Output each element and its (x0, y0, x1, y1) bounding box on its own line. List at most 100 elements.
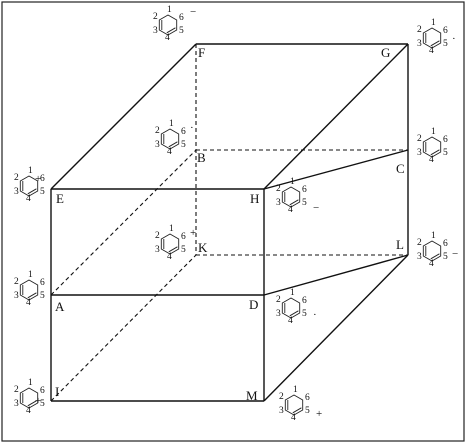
ring-number-4: 4 (291, 413, 296, 423)
ring-number-1: 1 (431, 127, 436, 137)
ring-number-2: 2 (153, 12, 158, 22)
ring-glyph-A: 12 345 6 (14, 270, 45, 308)
vertex-label-K: K (198, 240, 208, 255)
ring-number-3: 3 (14, 187, 19, 197)
ring-number-3: 3 (155, 245, 160, 255)
vertex-label-I: I (55, 384, 59, 399)
edge-ML (263, 254, 409, 402)
hexagon-ring (19, 175, 39, 197)
ring-number-5: 5 (302, 309, 307, 319)
ring-number-5: 5 (40, 187, 45, 197)
hexagon-glyphs: 123456−123456·123456·123456123456+123456… (14, 5, 458, 423)
ring-number-6: 6 (302, 296, 307, 306)
vertex-label-A: A (55, 299, 65, 314)
ring-number-4: 4 (26, 298, 31, 308)
ring-number-4: 4 (429, 46, 434, 56)
ring-number-6: 6 (305, 393, 310, 403)
ring-number-6: 6 (443, 239, 448, 249)
ring-number-6: 6 (181, 127, 186, 137)
ring-number-5: 5 (40, 291, 45, 301)
edge-DL (263, 254, 409, 296)
ring-number-3: 3 (14, 291, 19, 301)
ring-number-6: 6 (40, 278, 45, 288)
ring-number-6: 6 (40, 386, 45, 396)
ring-number-1: 1 (167, 5, 172, 15)
ring-number-1: 1 (28, 270, 33, 280)
charge-sign: + (35, 173, 41, 185)
hexagon-ring (158, 14, 178, 36)
ring-number-2: 2 (276, 295, 281, 305)
ring-number-2: 2 (417, 134, 422, 144)
ring-number-1: 1 (169, 119, 174, 129)
double-bond (27, 292, 37, 299)
ring-number-5: 5 (302, 198, 307, 208)
ring-number-4: 4 (167, 252, 172, 262)
ring-number-2: 2 (14, 173, 19, 183)
hidden-edge-IK (50, 254, 197, 402)
ring-number-6: 6 (40, 174, 45, 184)
ring-number-5: 5 (181, 140, 186, 150)
ring-number-5: 5 (40, 399, 45, 409)
ring-number-2: 2 (14, 385, 19, 395)
ring-number-2: 2 (279, 392, 284, 402)
double-bond (430, 253, 440, 260)
ring-number-3: 3 (14, 399, 19, 409)
ring-number-2: 2 (417, 238, 422, 248)
double-bond (289, 310, 299, 317)
hexagon-ring (160, 233, 180, 255)
double-bond (27, 400, 37, 407)
ring-number-6: 6 (302, 185, 307, 195)
ring-number-3: 3 (276, 198, 281, 208)
ring-number-4: 4 (167, 147, 172, 157)
ring-number-3: 3 (155, 140, 160, 150)
hexagon-ring (422, 240, 442, 262)
vertex-label-H: H (250, 191, 259, 206)
charge-sign: − (190, 6, 196, 18)
ring-number-2: 2 (276, 184, 281, 194)
ring-number-3: 3 (276, 309, 281, 319)
ring-number-3: 3 (279, 406, 284, 416)
hexagon-ring (284, 394, 304, 416)
ring-number-1: 1 (28, 166, 33, 176)
ring-number-4: 4 (288, 316, 293, 326)
ring-number-5: 5 (305, 406, 310, 416)
ring-number-6: 6 (443, 26, 448, 36)
vertex-label-L: L (396, 237, 404, 252)
ring-number-4: 4 (26, 194, 31, 204)
ring-number-3: 3 (417, 252, 422, 262)
ring-number-3: 3 (417, 39, 422, 49)
vertex-label-C: C (396, 161, 405, 176)
ring-number-4: 4 (288, 205, 293, 215)
ring-number-2: 2 (14, 277, 19, 287)
ring-number-6: 6 (443, 135, 448, 145)
ring-glyph-M: 12 345 6 + (279, 385, 322, 423)
ring-number-4: 4 (26, 406, 31, 416)
ring-number-5: 5 (179, 26, 184, 36)
charge-sign: + (316, 408, 322, 420)
ring-number-2: 2 (155, 126, 160, 136)
double-bond (289, 199, 299, 206)
hexagon-ring (160, 128, 180, 150)
charge-sign: − (452, 248, 458, 260)
double-bond (292, 407, 302, 414)
hexagon-ring (422, 136, 442, 158)
edge-HC (263, 149, 409, 190)
vertex-label-F: F (198, 45, 205, 60)
double-bond (166, 27, 176, 34)
ring-number-3: 3 (153, 26, 158, 36)
ring-number-1: 1 (431, 231, 436, 241)
double-bond (27, 188, 37, 195)
ring-number-3: 3 (417, 148, 422, 158)
vertex-label-G: G (381, 45, 390, 60)
charge-sign: − (313, 202, 319, 214)
ring-number-1: 1 (293, 385, 298, 395)
ring-number-2: 2 (155, 231, 160, 241)
